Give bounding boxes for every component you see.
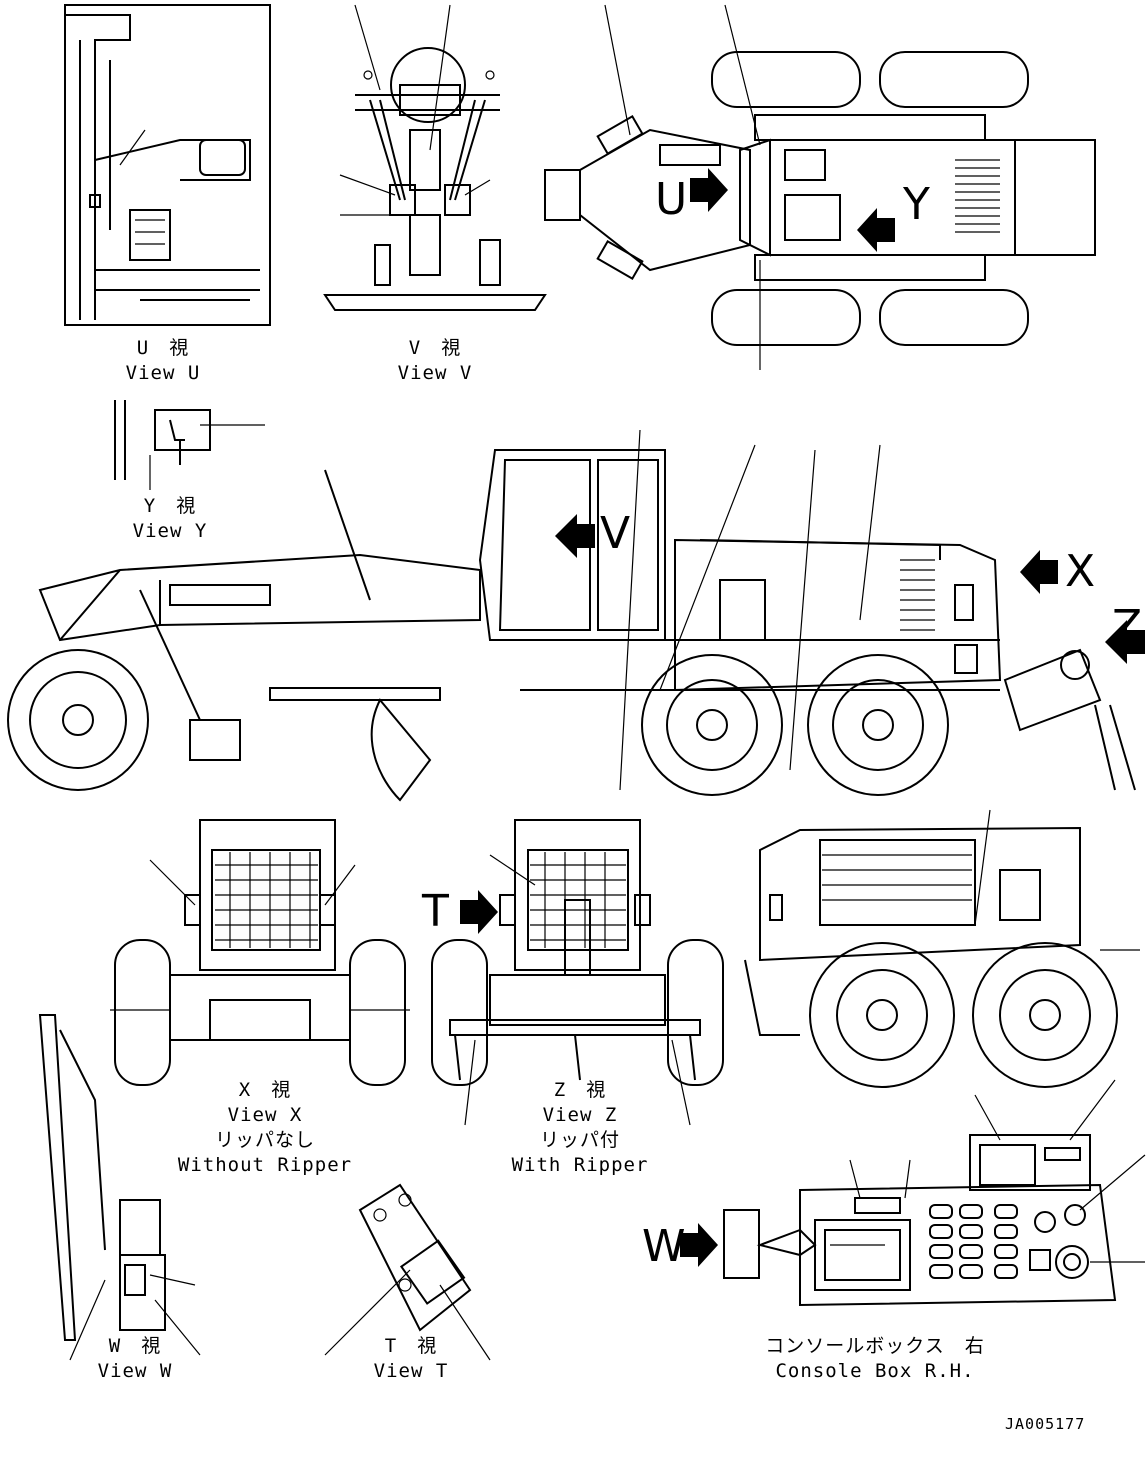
marker-t: T: [422, 886, 449, 937]
caption-view-x-jp2: リッパなし: [214, 1129, 315, 1151]
caption-view-y-en: View Y: [132, 520, 208, 542]
caption-view-y: Y 視 View Y: [115, 494, 225, 544]
marker-x: X: [1065, 546, 1096, 597]
caption-view-u: U 視 View U: [108, 336, 218, 386]
caption-view-x-en: View X: [227, 1104, 303, 1126]
caption-view-z-jp: Z 視: [553, 1079, 607, 1101]
view-t-drawing: [324, 1183, 491, 1361]
arrow-t-icon: [460, 890, 498, 934]
direction-arrows: [460, 168, 1145, 1267]
caption-view-z-en: View Z: [542, 1104, 618, 1126]
caption-view-x-en2: Without Ripper: [177, 1154, 353, 1176]
view-y-drawing: [114, 400, 265, 490]
top-view-drawing: [544, 4, 1096, 370]
caption-view-t: T 視 View T: [356, 1334, 466, 1384]
caption-view-u-jp: U 視: [136, 337, 190, 359]
marker-y: Y: [903, 179, 930, 230]
caption-view-w-en: View W: [97, 1360, 173, 1382]
arrow-u-icon: [690, 168, 728, 212]
marker-u: U: [655, 174, 688, 225]
marker-v: V: [600, 508, 631, 559]
caption-view-z-en2: With Ripper: [511, 1154, 649, 1176]
caption-view-u-en: View U: [125, 362, 201, 384]
caption-view-z: Z 視 View Z リッパ付 With Ripper: [490, 1078, 670, 1178]
arrow-v-icon: [555, 514, 595, 558]
caption-view-v: V 視 View V: [380, 336, 490, 386]
view-z-drawing: [431, 819, 724, 1126]
arrow-z-icon: [1105, 620, 1145, 664]
caption-view-z-jp2: リッパ付: [539, 1129, 620, 1151]
marker-z: Z: [1112, 601, 1143, 652]
document-id: JA005177: [1005, 1415, 1086, 1433]
view-w-drawing: [38, 1014, 201, 1361]
caption-view-x-jp: X 視: [238, 1079, 292, 1101]
view-x-drawing: [110, 819, 410, 1086]
caption-view-v-en: View V: [397, 362, 473, 384]
caption-view-t-en: View T: [373, 1360, 449, 1382]
caption-view-w: W 視 View W: [80, 1334, 190, 1384]
arrow-y-icon: [857, 208, 895, 252]
caption-console-box: コンソールボックス 右 Console Box R.H.: [755, 1334, 995, 1384]
console-box-drawing: [723, 1079, 1146, 1307]
caption-console-box-jp: コンソールボックス 右: [765, 1335, 985, 1357]
view-u-drawing: [64, 4, 271, 326]
caption-console-box-en: Console Box R.H.: [775, 1360, 975, 1382]
arrow-w-icon: [680, 1223, 718, 1267]
caption-view-x: X 視 View X リッパなし Without Ripper: [165, 1078, 365, 1178]
side-view-drawing: [7, 429, 1136, 802]
view-v-drawing: [323, 4, 547, 311]
arrow-x-icon: [1020, 550, 1058, 594]
caption-view-w-jp: W 視: [108, 1335, 162, 1357]
caption-view-y-jp: Y 視: [143, 495, 197, 517]
caption-view-t-jp: T 視: [384, 1335, 438, 1357]
marker-w: W: [642, 1221, 686, 1272]
caption-view-v-jp: V 視: [408, 337, 462, 359]
engine-rear-view-drawing: [744, 809, 1140, 1088]
